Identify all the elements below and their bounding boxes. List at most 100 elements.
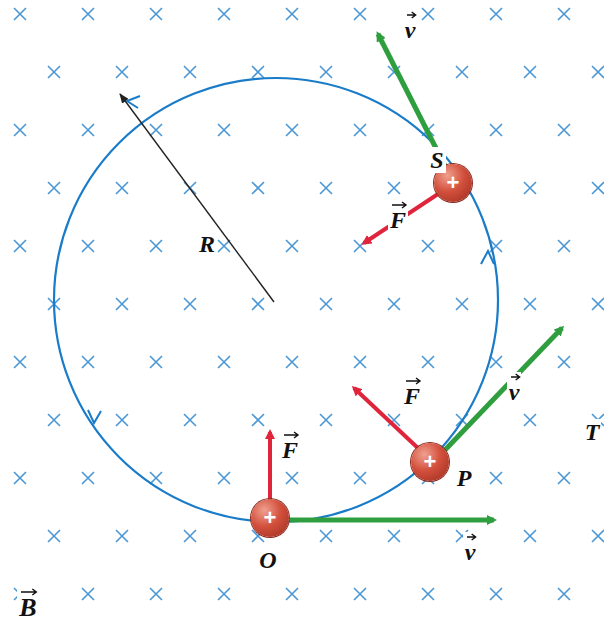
charge-sign: + (447, 172, 460, 194)
orbit-direction (481, 251, 494, 264)
point-label: S (428, 147, 445, 173)
field-cross (82, 472, 94, 484)
field-cross (558, 124, 570, 136)
field-cross (524, 530, 536, 542)
field-cross (422, 588, 434, 600)
field-cross (286, 8, 298, 20)
field-cross (286, 124, 298, 136)
force-arrow (268, 432, 272, 505)
point-label: P (455, 465, 474, 491)
field-cross (116, 66, 128, 78)
field-cross (490, 8, 502, 20)
field-cross (218, 240, 230, 252)
velocity-label: v (463, 532, 478, 565)
field-cross (490, 124, 502, 136)
field-cross (456, 298, 468, 310)
vector-arrow (17, 587, 38, 596)
field-cross (150, 472, 162, 484)
field-cross (218, 472, 230, 484)
field-cross (524, 182, 536, 194)
field-cross (184, 530, 196, 542)
charge-sign: + (264, 507, 277, 529)
field-cross (558, 588, 570, 600)
field-cross (116, 298, 128, 310)
field-cross (592, 298, 604, 310)
field-cross (14, 124, 26, 136)
field-cross (354, 124, 366, 136)
vector-arrow (507, 372, 522, 381)
field-cross (354, 356, 366, 368)
field-cross (184, 298, 196, 310)
field-cross (320, 414, 332, 426)
field-cross (286, 588, 298, 600)
charge-sign: + (424, 451, 437, 473)
vector-arrow (402, 376, 422, 385)
field-cross (490, 356, 502, 368)
field-cross (388, 530, 400, 542)
field-cross (558, 356, 570, 368)
field-cross (150, 240, 162, 252)
field-cross (354, 8, 366, 20)
field-cross (82, 356, 94, 368)
field-cross (14, 240, 26, 252)
field-cross (116, 530, 128, 542)
field-cross (320, 66, 332, 78)
field-cross (48, 66, 60, 78)
field-cross (184, 414, 196, 426)
orbit-direction (88, 410, 101, 423)
field-cross (524, 298, 536, 310)
vector-arrow (280, 430, 300, 439)
field-cross (150, 8, 162, 20)
field-cross (116, 414, 128, 426)
field-cross (252, 182, 264, 194)
field-cross (388, 182, 400, 194)
field-cross (252, 298, 264, 310)
field-cross (524, 66, 536, 78)
field-cross (320, 182, 332, 194)
cut-label: T (583, 419, 602, 445)
vector-arrow (388, 200, 408, 209)
field-cross (286, 472, 298, 484)
force-arrow (364, 194, 438, 243)
field-cross (286, 240, 298, 252)
field-label: B (17, 587, 38, 622)
field-cross (150, 356, 162, 368)
field-crosses (14, 8, 604, 600)
field-cross (592, 182, 604, 194)
vector-arrow (463, 532, 478, 541)
field-cross (592, 530, 604, 542)
field-cross (422, 240, 434, 252)
field-cross (150, 124, 162, 136)
radius-line (120, 94, 274, 302)
field-cross (218, 588, 230, 600)
force-label: F (280, 430, 300, 463)
force-label: F (388, 200, 408, 233)
field-cross (558, 240, 570, 252)
charge-particle: + (411, 443, 449, 481)
velocity-label: v (403, 10, 418, 43)
field-cross (14, 356, 26, 368)
point-label: O (257, 547, 278, 573)
field-cross (524, 414, 536, 426)
field-cross (14, 8, 26, 20)
field-cross (48, 414, 60, 426)
field-cross (422, 356, 434, 368)
field-cross (82, 240, 94, 252)
radius-label: R (197, 231, 217, 257)
field-cross (218, 124, 230, 136)
field-cross (150, 588, 162, 600)
field-cross (558, 472, 570, 484)
field-cross (184, 66, 196, 78)
field-cross (422, 8, 434, 20)
field-cross (286, 356, 298, 368)
field-cross (490, 588, 502, 600)
velocity-arrow (445, 328, 562, 450)
velocity-label: v (507, 372, 522, 405)
charge-particle: + (251, 499, 289, 537)
field-cross (218, 356, 230, 368)
field-cross (592, 66, 604, 78)
field-cross (354, 588, 366, 600)
field-cross (252, 66, 264, 78)
